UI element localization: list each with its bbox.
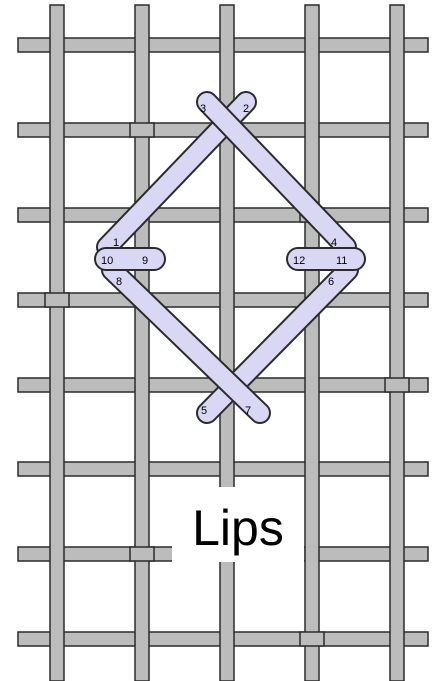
horizontal-thread-over (45, 293, 69, 307)
stitch-number-10: 10 (101, 255, 113, 267)
vertical-thread (305, 5, 319, 681)
horizontal-thread-over (130, 547, 154, 561)
stitch-number-3: 3 (200, 103, 206, 115)
vertical-thread (50, 5, 64, 681)
horizontal-thread-over (300, 632, 324, 646)
stitch-number-5: 5 (201, 405, 207, 417)
horizontal-thread-over (385, 378, 409, 392)
stitch-number-9: 9 (142, 255, 148, 267)
stitch-number-7: 7 (245, 405, 251, 417)
caption-title: Lips (192, 500, 284, 556)
vertical-thread (390, 5, 404, 681)
horizontal-thread-over (130, 123, 154, 137)
stitch-number-11: 11 (336, 255, 347, 267)
stitch-number-12: 12 (293, 255, 305, 267)
stitch-number-2: 2 (243, 103, 249, 115)
stitch-number-8: 8 (116, 276, 122, 288)
stitch-number-1: 1 (113, 237, 119, 249)
stitch-number-4: 4 (331, 237, 337, 249)
vertical-thread (135, 5, 149, 681)
stitch-number-6: 6 (328, 276, 334, 288)
